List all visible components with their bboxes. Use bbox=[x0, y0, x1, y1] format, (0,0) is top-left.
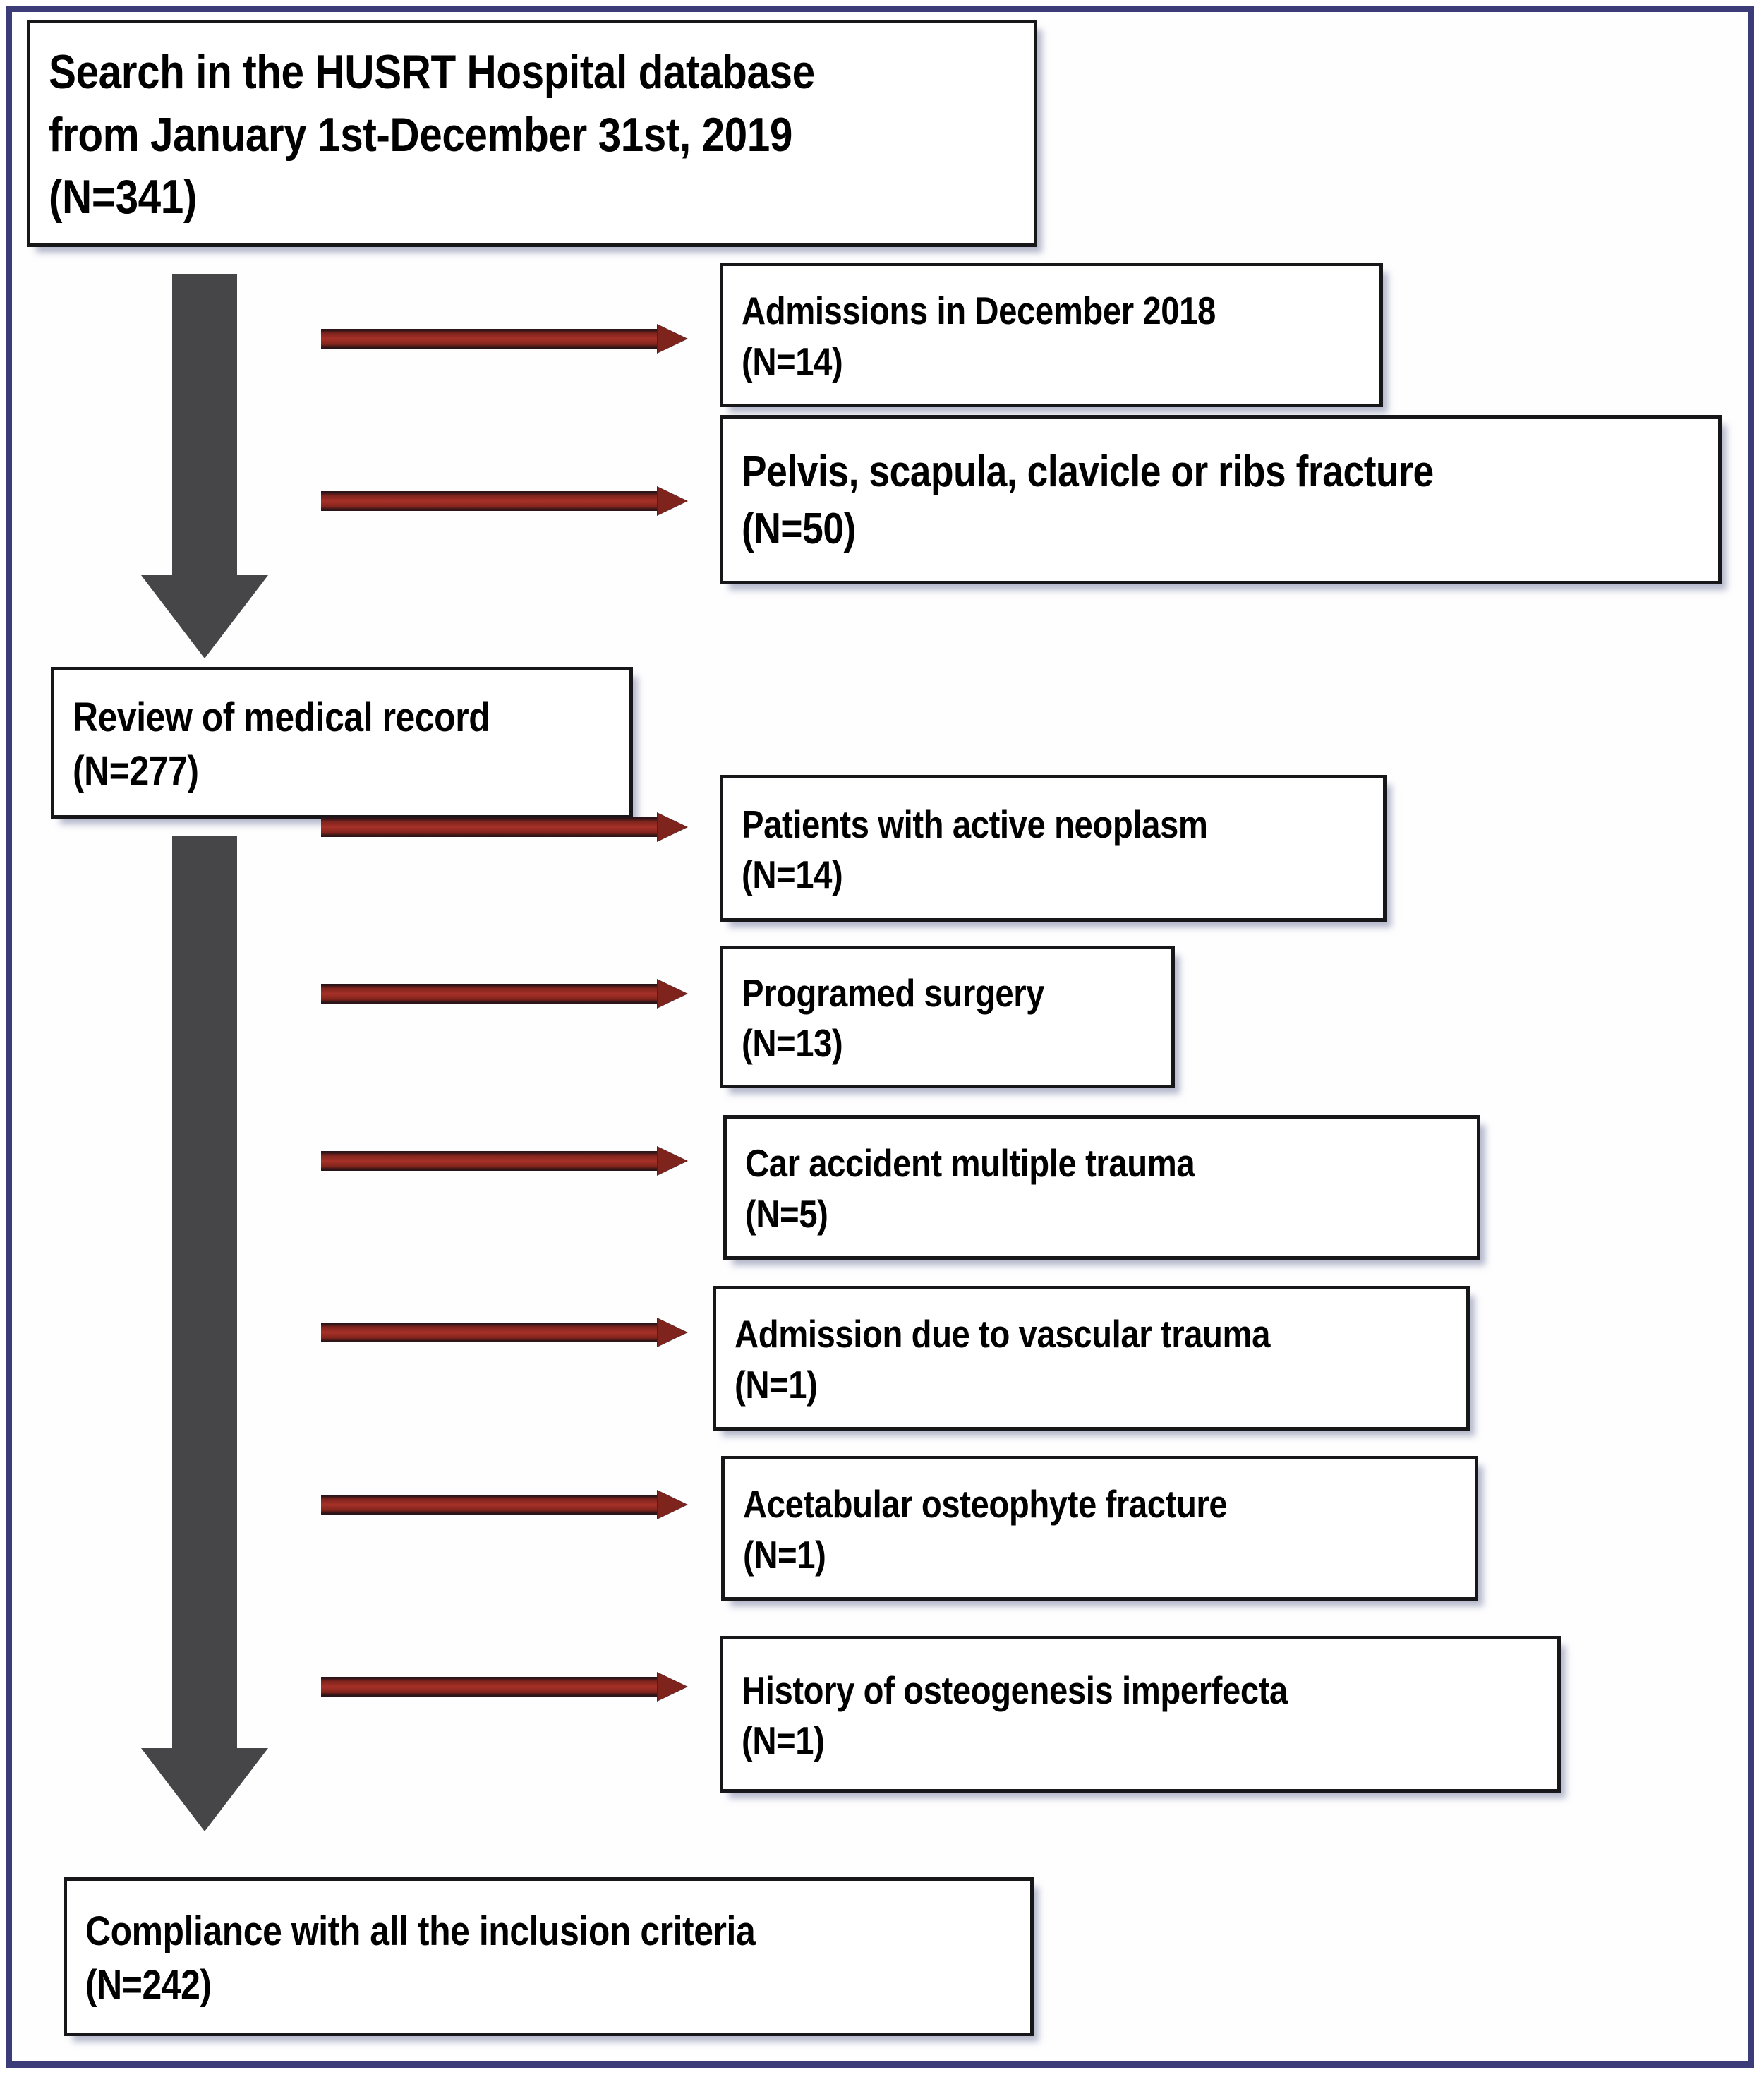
exclusion-arrow-1-head bbox=[658, 325, 687, 353]
exclusion-box-8-label: History of osteogenesis imperfecta bbox=[742, 1668, 1288, 1712]
node-search: Search in the HUSRT Hospital database fr… bbox=[27, 20, 1037, 247]
down-arrow-1-shaft bbox=[172, 274, 237, 577]
exclusion-box-5-label: Car accident multiple trauma bbox=[745, 1141, 1195, 1185]
exclusion-arrow-7 bbox=[321, 1490, 688, 1519]
down-arrow-1 bbox=[141, 274, 268, 658]
exclusion-arrow-6-shaft bbox=[321, 1323, 660, 1342]
exclusion-box-2-label: Pelvis, scapula, clavicle or ribs fractu… bbox=[742, 447, 1434, 497]
exclusion-box-6: Admission due to vascular trauma (N=1) bbox=[713, 1286, 1470, 1431]
node-search-line2: from January 1st-December 31st, 2019 bbox=[49, 107, 792, 162]
exclusion-box-3: Patients with active neoplasm (N=14) bbox=[720, 775, 1387, 922]
node-search-line1: Search in the HUSRT Hospital database bbox=[49, 45, 815, 100]
exclusion-arrow-8-shaft bbox=[321, 1677, 660, 1697]
node-review-line1: Review of medical record bbox=[73, 694, 490, 741]
node-compliance-line2: (N=242) bbox=[85, 1961, 212, 2008]
exclusion-arrow-2-head bbox=[658, 487, 687, 515]
exclusion-arrow-2-shaft bbox=[321, 491, 660, 511]
down-arrow-2 bbox=[141, 836, 268, 1831]
exclusion-box-4-label: Programed surgery bbox=[742, 970, 1045, 1015]
exclusion-arrow-3 bbox=[321, 812, 688, 842]
node-review: Review of medical record (N=277) bbox=[51, 667, 633, 819]
exclusion-arrow-8 bbox=[321, 1672, 688, 1702]
exclusion-arrow-3-shaft bbox=[321, 817, 660, 837]
exclusion-arrow-1-shaft bbox=[321, 329, 660, 349]
down-arrow-2-head bbox=[141, 1748, 268, 1831]
exclusion-box-1-label: Admissions in December 2018 bbox=[742, 289, 1216, 332]
node-compliance-line1: Compliance with all the inclusion criter… bbox=[85, 1908, 756, 1955]
exclusion-box-5: Car accident multiple trauma (N=5) bbox=[723, 1115, 1480, 1260]
exclusion-arrow-4 bbox=[321, 979, 688, 1009]
exclusion-box-8-count: (N=1) bbox=[742, 1718, 825, 1762]
exclusion-box-1-count: (N=14) bbox=[742, 339, 843, 383]
exclusion-box-1: Admissions in December 2018 (N=14) bbox=[720, 263, 1383, 407]
down-arrow-2-shaft bbox=[172, 836, 237, 1750]
exclusion-arrow-5 bbox=[321, 1146, 688, 1176]
node-compliance: Compliance with all the inclusion criter… bbox=[64, 1877, 1034, 2036]
exclusion-arrow-1 bbox=[321, 324, 688, 354]
down-arrow-1-head bbox=[141, 575, 268, 658]
exclusion-arrow-4-head bbox=[658, 980, 687, 1008]
exclusion-box-6-count: (N=1) bbox=[735, 1362, 818, 1407]
exclusion-box-7-label: Acetabular osteophyte fracture bbox=[743, 1482, 1228, 1526]
exclusion-box-2: Pelvis, scapula, clavicle or ribs fractu… bbox=[720, 415, 1722, 584]
exclusion-box-3-count: (N=14) bbox=[742, 853, 843, 896]
exclusion-box-6-label: Admission due to vascular trauma bbox=[735, 1312, 1271, 1356]
exclusion-arrow-3-head bbox=[658, 813, 687, 841]
exclusion-box-2-count: (N=50) bbox=[742, 505, 856, 553]
exclusion-box-7-count: (N=1) bbox=[743, 1532, 826, 1577]
node-search-line3: (N=341) bbox=[49, 170, 197, 224]
exclusion-arrow-5-head bbox=[658, 1147, 687, 1175]
exclusion-arrow-6 bbox=[321, 1318, 688, 1347]
exclusion-box-5-count: (N=5) bbox=[745, 1191, 828, 1236]
node-review-line2: (N=277) bbox=[73, 747, 199, 794]
exclusion-arrow-4-shaft bbox=[321, 984, 660, 1004]
exclusion-arrow-5-shaft bbox=[321, 1151, 660, 1171]
exclusion-arrow-8-head bbox=[658, 1673, 687, 1701]
exclusion-box-8: History of osteogenesis imperfecta (N=1) bbox=[720, 1636, 1561, 1793]
exclusion-box-4-count: (N=13) bbox=[742, 1021, 843, 1065]
exclusion-arrow-6-head bbox=[658, 1318, 687, 1347]
exclusion-box-4: Programed surgery (N=13) bbox=[720, 946, 1175, 1088]
exclusion-arrow-7-shaft bbox=[321, 1495, 660, 1515]
exclusion-box-3-label: Patients with active neoplasm bbox=[742, 802, 1208, 846]
exclusion-arrow-7-head bbox=[658, 1491, 687, 1519]
exclusion-box-7: Acetabular osteophyte fracture (N=1) bbox=[721, 1456, 1478, 1601]
exclusion-arrow-2 bbox=[321, 486, 688, 516]
